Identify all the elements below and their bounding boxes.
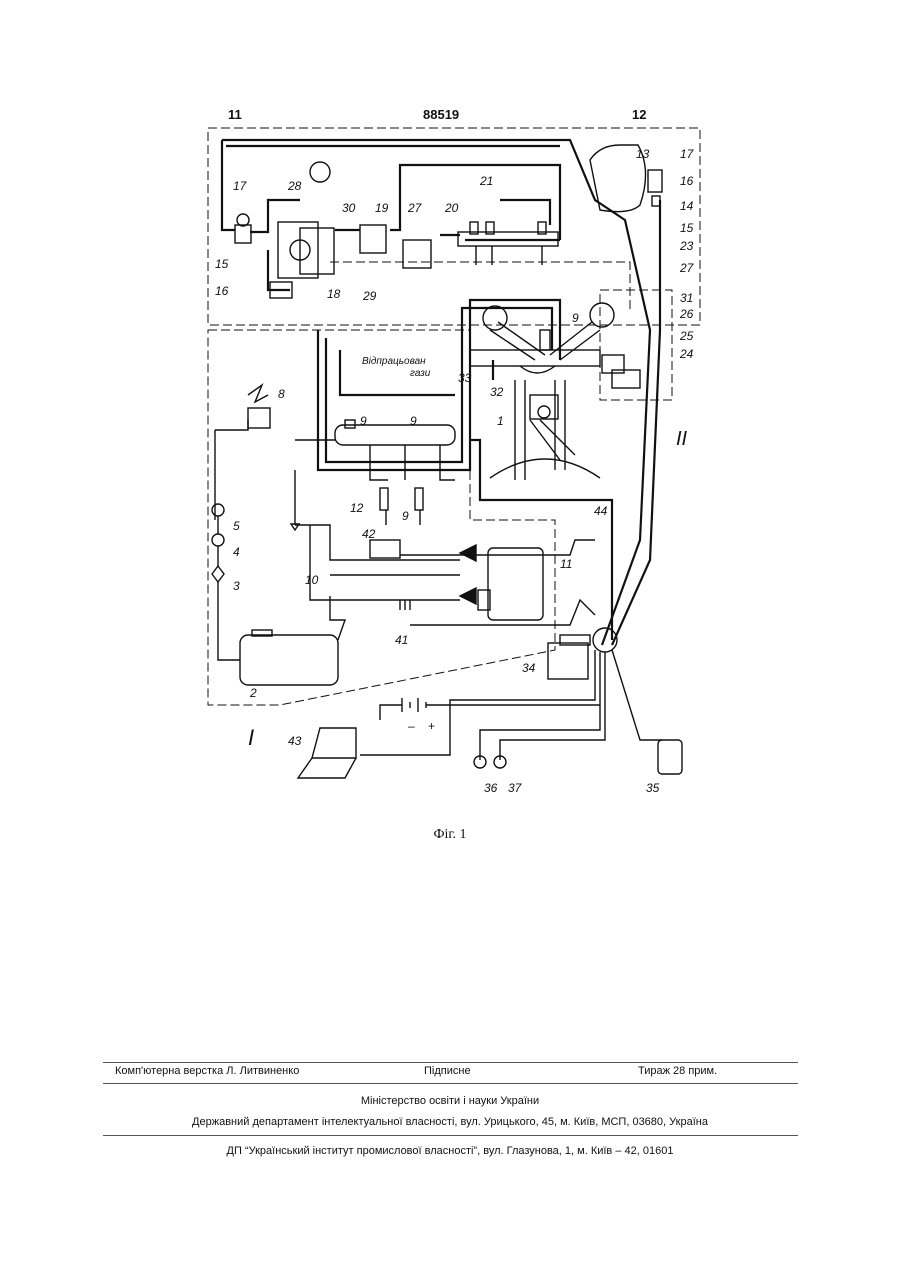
gas-lines bbox=[222, 140, 660, 645]
svg-text:17: 17 bbox=[233, 179, 248, 193]
svg-text:36: 36 bbox=[484, 781, 498, 795]
footer-institute: ДП “Український інститут промислової вла… bbox=[0, 1145, 900, 1157]
svg-text:34: 34 bbox=[522, 661, 536, 675]
region-II-label: II bbox=[676, 428, 688, 450]
svg-text:13: 13 bbox=[636, 147, 650, 161]
svg-text:17: 17 bbox=[680, 147, 695, 161]
svg-text:28: 28 bbox=[287, 179, 302, 193]
svg-text:20: 20 bbox=[444, 201, 459, 215]
battery bbox=[380, 698, 600, 720]
svg-text:29: 29 bbox=[362, 289, 377, 303]
svg-text:31: 31 bbox=[680, 291, 693, 305]
battery-minus: – bbox=[408, 719, 415, 733]
gas-cylinder bbox=[590, 145, 662, 212]
svg-text:44: 44 bbox=[594, 504, 608, 518]
svg-text:10: 10 bbox=[305, 573, 319, 587]
electronic-unit bbox=[403, 240, 431, 268]
svg-text:41: 41 bbox=[395, 633, 408, 647]
svg-text:14: 14 bbox=[680, 199, 694, 213]
svg-text:32: 32 bbox=[490, 385, 504, 399]
battery-plus: + bbox=[428, 719, 435, 733]
svg-text:5: 5 bbox=[233, 519, 240, 533]
pedal-switch bbox=[658, 740, 682, 774]
svg-text:9: 9 bbox=[402, 509, 409, 523]
svg-text:19: 19 bbox=[375, 201, 389, 215]
svg-text:2: 2 bbox=[249, 686, 257, 700]
svg-text:30: 30 bbox=[342, 201, 356, 215]
svg-text:35: 35 bbox=[646, 781, 660, 795]
svg-text:9: 9 bbox=[360, 414, 367, 428]
region-I-label: I bbox=[248, 725, 254, 750]
svg-text:23: 23 bbox=[679, 239, 694, 253]
svg-text:4: 4 bbox=[233, 545, 240, 559]
exhaust-label-1: Відпрацьован bbox=[362, 356, 426, 367]
control-unit bbox=[548, 635, 590, 679]
engine-head bbox=[470, 303, 640, 388]
filter-valve bbox=[235, 214, 251, 243]
footer-rule-1 bbox=[103, 1062, 798, 1063]
gas-filter bbox=[360, 225, 386, 253]
pressure-gauge bbox=[310, 162, 330, 182]
gas-injector-rail bbox=[458, 222, 558, 265]
footer-ministry: Міністерство освіти і науки України bbox=[0, 1095, 900, 1107]
svg-text:3: 3 bbox=[233, 579, 240, 593]
svg-text:16: 16 bbox=[215, 284, 229, 298]
svg-text:27: 27 bbox=[679, 261, 695, 275]
footer-department: Державний департамент інтелектуальної вл… bbox=[0, 1116, 900, 1128]
engine-fuel-system-diagram: 17 28 15 16 18 30 19 27 20 21 29 13 17 1… bbox=[0, 0, 900, 860]
svg-text:37: 37 bbox=[508, 781, 523, 795]
gas-reducer bbox=[270, 222, 334, 298]
svg-text:11: 11 bbox=[560, 557, 572, 571]
svg-text:15: 15 bbox=[215, 257, 229, 271]
svg-text:33: 33 bbox=[458, 371, 472, 385]
footer-rule-3 bbox=[103, 1135, 798, 1136]
svg-text:25: 25 bbox=[679, 329, 694, 343]
svg-text:21: 21 bbox=[479, 174, 493, 188]
svg-text:27: 27 bbox=[407, 201, 423, 215]
svg-text:15: 15 bbox=[680, 221, 694, 235]
svg-text:16: 16 bbox=[680, 174, 694, 188]
svg-text:26: 26 bbox=[679, 307, 694, 321]
engine-piston-block bbox=[490, 380, 600, 480]
svg-text:12: 12 bbox=[350, 501, 364, 515]
footer-circulation: Тираж 28 прим. bbox=[638, 1065, 717, 1077]
svg-text:18: 18 bbox=[327, 287, 341, 301]
svg-text:43: 43 bbox=[288, 734, 302, 748]
figure-caption: Фіг. 1 bbox=[0, 827, 900, 843]
footer-typesetting: Комп'ютерна верстка Л. Литвиненко bbox=[115, 1065, 299, 1077]
exhaust-label-2: гази bbox=[410, 368, 431, 379]
svg-text:24: 24 bbox=[679, 347, 694, 361]
footer-rule-2 bbox=[103, 1083, 798, 1084]
svg-text:42: 42 bbox=[362, 527, 376, 541]
svg-text:9: 9 bbox=[410, 414, 417, 428]
svg-text:9: 9 bbox=[572, 311, 579, 325]
svg-text:1: 1 bbox=[497, 414, 504, 428]
footer-signed: Підписне bbox=[424, 1065, 471, 1077]
laptop bbox=[298, 728, 356, 778]
svg-text:8: 8 bbox=[278, 387, 285, 401]
